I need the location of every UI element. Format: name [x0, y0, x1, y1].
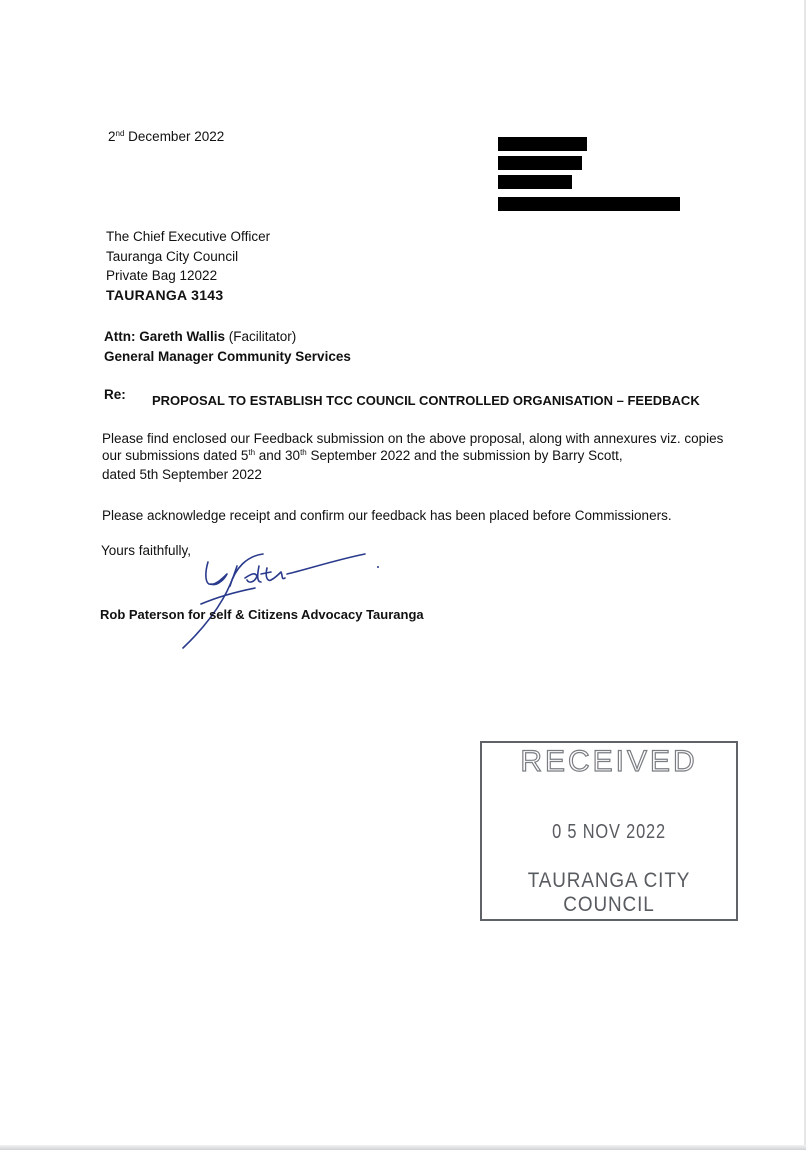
recipient-title: The Chief Executive Officer — [106, 229, 271, 244]
recipient-city: TAURANGA 3143 — [106, 286, 224, 303]
body-paragraph-2: Please acknowledge receipt and confirm o… — [102, 508, 672, 523]
body-paragraph-1-line-3: dated 5th September 2022 — [102, 467, 262, 482]
re-label: Re: — [104, 387, 126, 402]
scan-edge-right — [804, 0, 806, 1150]
re-subject: PROPOSAL TO ESTABLISH TCC COUNCIL CONTRO… — [152, 393, 700, 408]
body-paragraph-1-line-2: our submissions dated 5th and 30th Septe… — [102, 448, 623, 463]
signatory: Rob Paterson for self & Citizens Advocac… — [100, 607, 424, 622]
attn-line: Attn: Gareth Wallis (Facilitator) — [104, 329, 297, 344]
closing: Yours faithfully, — [101, 543, 192, 558]
recipient-postal: Private Bag 12022 — [106, 268, 218, 283]
recipient-address: The Chief Executive Officer Tauranga Cit… — [106, 227, 270, 305]
letter-date: 2nd December 2022 — [108, 129, 225, 144]
handwritten-signature — [182, 553, 379, 649]
attn-role-line: General Manager Community Services — [104, 349, 351, 364]
body-paragraph-1-line-1: Please find enclosed our Feedback submis… — [102, 431, 724, 446]
received-stamp: RECEIVED 0 5 NOV 2022 TAURANGA CITY COUN… — [480, 741, 738, 921]
recipient-org: Tauranga City Council — [106, 248, 239, 264]
stamp-date: 0 5 NOV 2022 — [552, 821, 666, 843]
scan-edge-bottom — [0, 1145, 806, 1150]
stamp-organisation: TAURANGA CITY COUNCIL — [527, 869, 691, 916]
stamp-received-title: RECEIVED — [520, 744, 698, 778]
